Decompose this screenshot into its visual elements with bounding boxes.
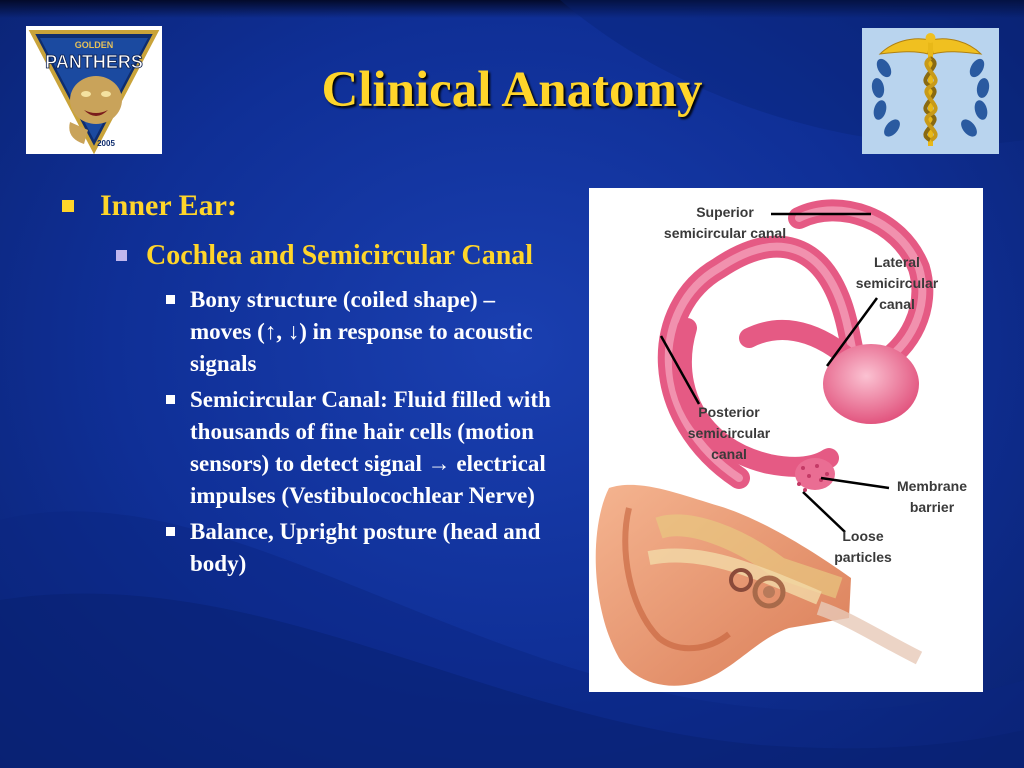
- bullet-level3-list: Bony structure (coiled shape) – moves (↑…: [62, 284, 562, 580]
- bullet-level3-item: Semicircular Canal: Fluid filled with th…: [166, 384, 562, 512]
- label-lateral-canal: Lateral semicircular canal: [855, 254, 939, 312]
- bullet-level3-text: Bony structure (coiled shape) – moves (↑…: [190, 287, 533, 376]
- label-superior-canal: Superior semicircular canal: [663, 204, 787, 241]
- caduceus-logo: [862, 28, 999, 154]
- inner-ear-drawing: [595, 199, 934, 686]
- bullet-level3-text: Balance, Upright posture (head and body): [190, 519, 541, 576]
- bullet-content: Inner Ear: Cochlea and Semicircular Cana…: [62, 186, 562, 584]
- panther-emblem-icon: GOLDEN PANTHERS 2005: [28, 30, 160, 155]
- caduceus-icon: [871, 33, 990, 146]
- bullet-level1-text: Inner Ear:: [100, 189, 237, 222]
- top-dark-band: [0, 0, 1024, 18]
- bullet-level2-text: Cochlea and Semicircular Canal: [146, 240, 534, 271]
- golden-panthers-logo: GOLDEN PANTHERS 2005: [26, 26, 162, 155]
- bullet-level3-item: Bony structure (coiled shape) – moves (↑…: [166, 284, 562, 380]
- square-bullet-icon: [166, 527, 175, 536]
- bullet-level2: Cochlea and Semicircular Canal: [116, 236, 562, 276]
- label-posterior-canal: Posterior semicircular canal: [687, 404, 771, 462]
- logo-text-golden: GOLDEN: [75, 40, 114, 50]
- bullet-level3-text: Semicircular Canal: Fluid filled with th…: [190, 387, 551, 508]
- label-membrane-barrier: Membrane barrier: [896, 478, 968, 515]
- inner-ear-illustration: Superior semicircular canal Lateral semi…: [589, 188, 983, 692]
- square-bullet-icon: [166, 395, 175, 404]
- label-loose-particles: Loose particles: [834, 528, 892, 565]
- square-bullet-icon: [116, 250, 127, 261]
- logo-text-year: 2005: [97, 139, 115, 148]
- square-bullet-icon: [166, 295, 175, 304]
- square-bullet-icon: [62, 200, 74, 212]
- slide-title: Clinical Anatomy: [321, 62, 703, 118]
- bullet-level1: Inner Ear:: [62, 186, 562, 226]
- bullet-level3-item: Balance, Upright posture (head and body): [166, 516, 562, 580]
- logo-text-panthers: PANTHERS: [45, 52, 143, 72]
